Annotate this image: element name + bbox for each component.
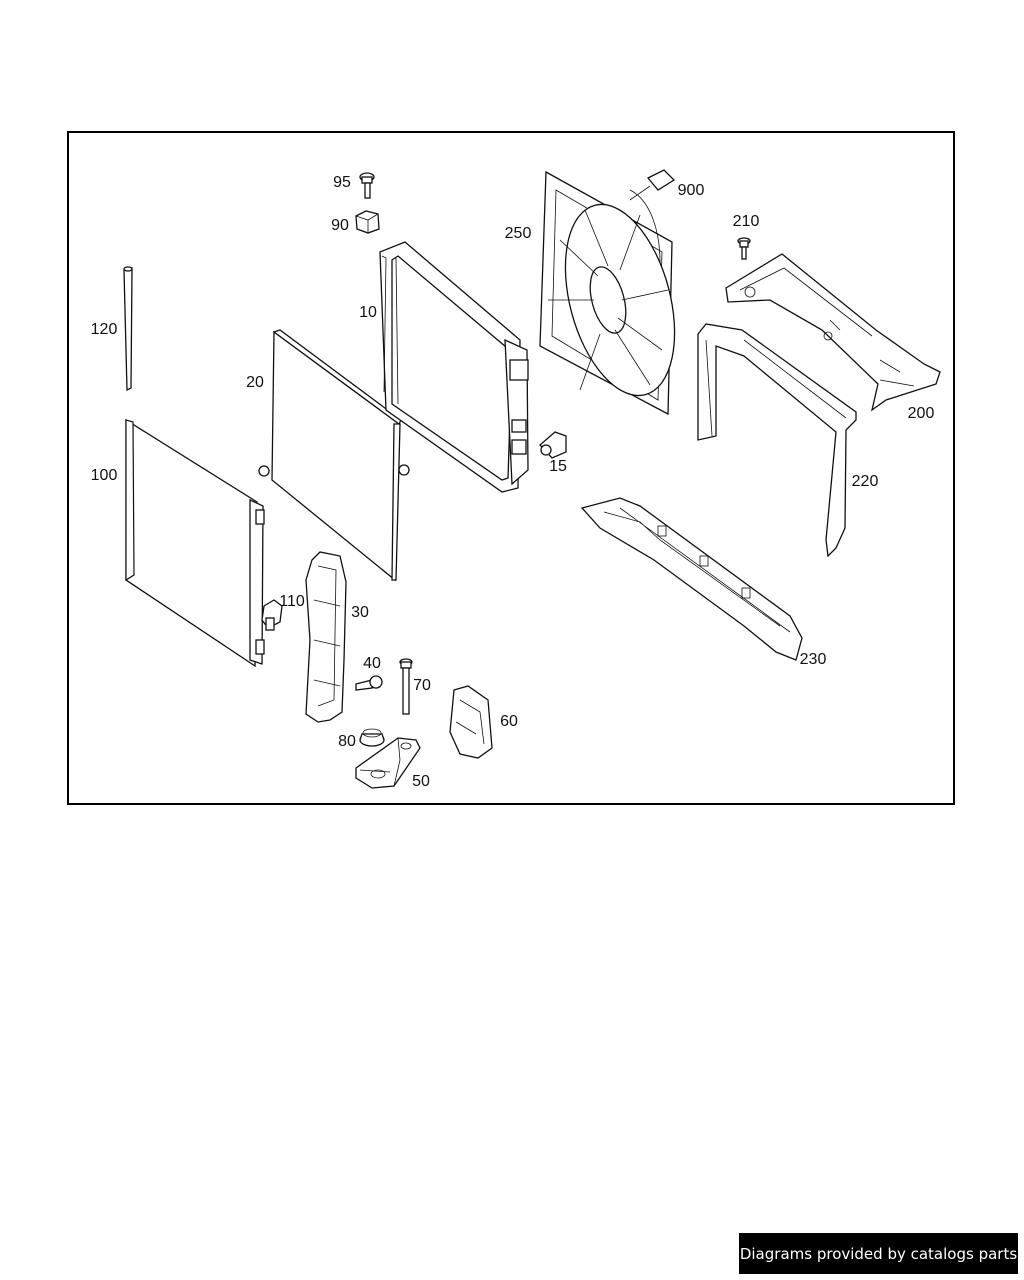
callout-100: 100 <box>91 467 118 484</box>
callout-20: 20 <box>246 374 264 391</box>
part-230-lower-air-guide <box>580 497 803 661</box>
part-10-radiator-frame <box>379 241 529 493</box>
part-110-sensor <box>261 599 283 631</box>
part-250-fan-shroud <box>539 170 676 416</box>
callout-200: 200 <box>908 405 935 422</box>
callout-60: 60 <box>500 713 518 730</box>
callout-250: 250 <box>505 225 532 242</box>
callout-80: 80 <box>338 733 356 750</box>
callout-15: 15 <box>549 458 567 475</box>
part-120-rod <box>123 266 133 392</box>
callout-210: 210 <box>733 213 760 230</box>
part-15-sensor <box>539 431 567 459</box>
footer-credit: Diagrams provided by catalogs parts <box>739 1233 1018 1274</box>
part-200-upper-crossmember <box>725 253 941 412</box>
callout-10: 10 <box>359 304 377 321</box>
callout-30: 30 <box>351 604 369 621</box>
callout-120: 120 <box>91 321 118 338</box>
callout-labels: 95 90 10 250 900 210 120 20 200 100 15 2… <box>91 174 935 790</box>
callout-220: 220 <box>852 473 879 490</box>
callout-90: 90 <box>331 217 349 234</box>
part-40-bolt <box>355 675 383 691</box>
callout-230: 230 <box>800 651 827 668</box>
callout-95: 95 <box>333 174 351 191</box>
callout-900: 900 <box>678 182 705 199</box>
footer-credit-text: Diagrams provided by catalogs parts <box>739 1244 1018 1263</box>
part-50-mount <box>355 737 421 789</box>
callout-70: 70 <box>413 677 431 694</box>
part-70-long-bolt <box>399 658 413 715</box>
callout-40: 40 <box>363 655 381 672</box>
part-210-bolt <box>737 237 751 260</box>
part-100-condenser <box>125 418 265 668</box>
callout-50: 50 <box>412 773 430 790</box>
part-95-screw <box>359 172 375 199</box>
part-60-bracket <box>449 685 493 759</box>
part-20-radiator-core <box>258 329 410 582</box>
part-90-nut <box>355 210 380 234</box>
part-30-side-bracket <box>305 551 347 723</box>
part-80-grommet <box>359 728 385 747</box>
diagram-frame <box>67 131 955 805</box>
callout-110: 110 <box>279 593 305 610</box>
part-900-label <box>629 169 676 201</box>
part-220-side-frame <box>697 323 857 558</box>
